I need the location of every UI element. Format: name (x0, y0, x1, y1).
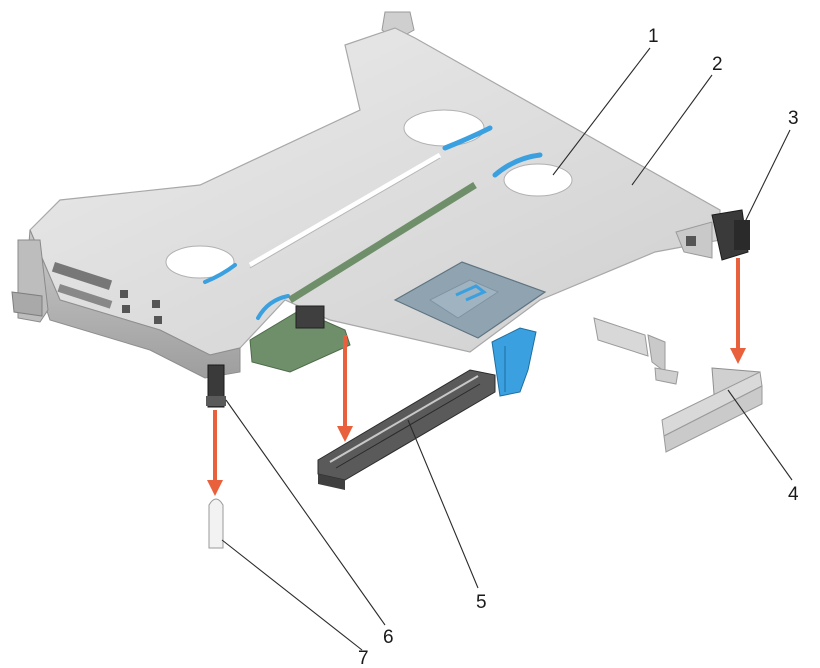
callout-7: 7 (358, 648, 369, 668)
alignment-arc (492, 152, 543, 178)
leader-6 (225, 399, 386, 626)
callout-leaders (221, 47, 793, 651)
callout-6: 6 (383, 627, 394, 648)
alignment-arc (256, 294, 290, 320)
riser-tray (11, 11, 750, 397)
screw-icon (152, 300, 160, 308)
release-latch-icon (455, 284, 487, 302)
pcb-connector (295, 305, 325, 329)
screw-icon (122, 305, 130, 313)
arrow-head (207, 480, 223, 496)
callout-2: 2 (712, 54, 723, 75)
callout-labels: 1 2 3 4 5 6 7 (358, 26, 799, 668)
riser-card-icon (288, 182, 477, 303)
expansion-slot-icon (317, 369, 496, 490)
alignment-arc (442, 125, 493, 151)
leader-2 (631, 74, 713, 186)
leader-5 (407, 419, 479, 589)
screw-icon (120, 290, 128, 298)
tray-foot (11, 291, 43, 317)
callout-5: 5 (476, 592, 487, 613)
io-slot (51, 262, 113, 291)
leader-1 (552, 47, 651, 176)
insert-direction-arrows (207, 258, 746, 496)
callout-3: 3 (788, 108, 799, 129)
tray-hole (403, 109, 485, 147)
screw-icon (154, 316, 162, 324)
leader-4 (727, 389, 793, 481)
callout-1: 1 (648, 26, 659, 47)
tray-slot-shadow (249, 157, 441, 269)
tray-slot-line (248, 152, 442, 268)
leader-3 (741, 129, 791, 229)
callout-4: 4 (788, 484, 799, 505)
guide-pin-icon (208, 498, 224, 549)
tray-hole (503, 163, 573, 197)
guide-pin-post (206, 364, 226, 408)
alignment-arc (203, 263, 237, 284)
arrow-head (730, 348, 746, 364)
tray-hole (165, 245, 235, 279)
latch-knob (734, 220, 750, 250)
blue-latch-tab (491, 327, 537, 397)
leader-7 (221, 539, 363, 651)
io-slot (57, 284, 113, 309)
arrow-head (337, 426, 353, 442)
